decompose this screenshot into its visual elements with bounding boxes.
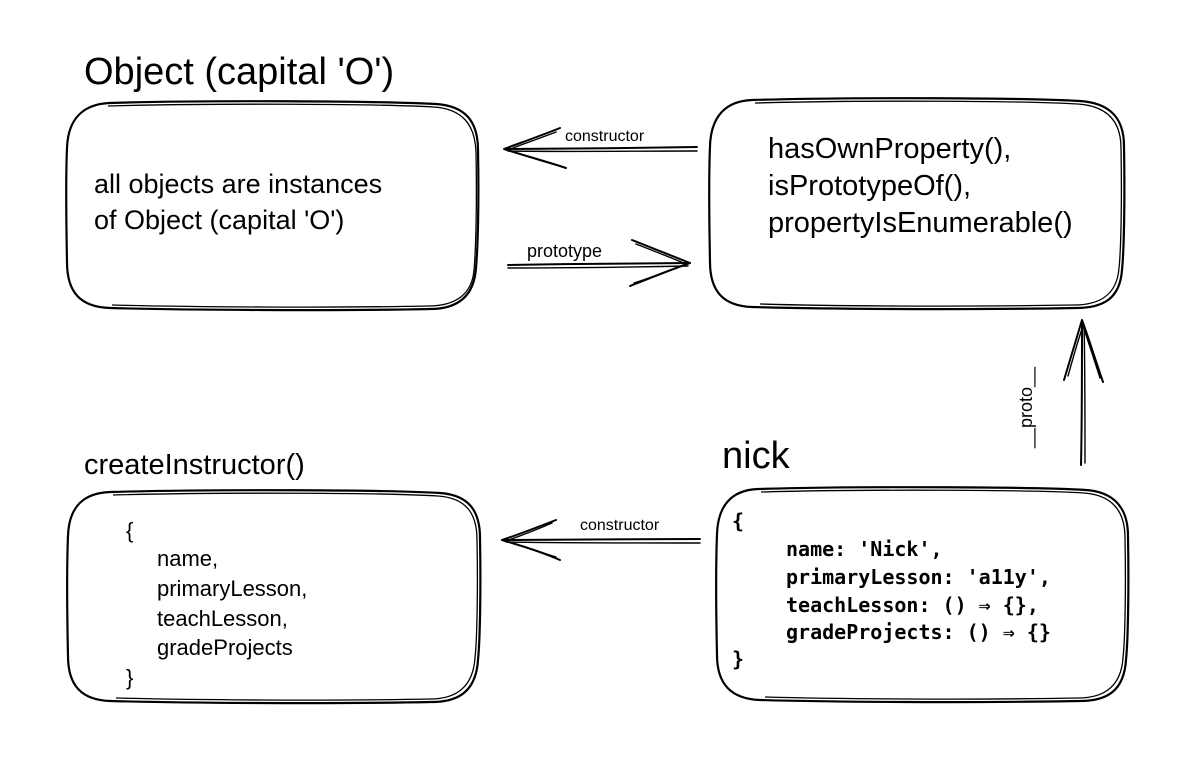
edge-constructor-top-label: constructor <box>565 128 645 145</box>
edge-prototype: prototype <box>507 239 691 287</box>
create-instructor-node: createInstructor() { name, primaryLesson… <box>66 449 482 705</box>
create-instructor-close-brace: } <box>126 665 133 690</box>
prototype-methods-node: hasOwnProperty(), isPrototypeOf(), prope… <box>708 97 1126 311</box>
create-instructor-box <box>66 489 482 705</box>
object-box <box>65 100 480 312</box>
create-instructor-open-brace: { <box>126 518 133 543</box>
object-title: Object (capital 'O') <box>84 51 394 93</box>
nick-title: nick <box>722 435 791 477</box>
nick-box <box>715 486 1130 704</box>
nick-prop-name: name: 'Nick', <box>786 537 943 561</box>
nick-close-brace: } <box>732 647 744 671</box>
edge-constructor-bottom: constructor <box>501 517 701 561</box>
nick-prop-primary-lesson: primaryLesson: 'a11y', <box>786 565 1051 589</box>
arrow-constructor-top <box>505 146 698 150</box>
object-body-line-1: all objects are instances <box>94 169 382 199</box>
edge-constructor-bottom-label: constructor <box>580 517 660 534</box>
arrow-proto <box>1080 321 1083 466</box>
nick-prop-teach-lesson: teachLesson: () ⇒ {}, <box>786 593 1039 617</box>
object-body-line-2: of Object (capital 'O') <box>94 205 344 235</box>
edge-proto-label: __proto__ <box>1016 366 1037 449</box>
method-is-prototype-of: isPrototypeOf(), <box>768 170 971 202</box>
nick-prop-grade-projects: gradeProjects: () ⇒ {} <box>786 620 1051 644</box>
object-node: Object (capital 'O') all objects are ins… <box>65 51 480 312</box>
method-property-is-enumerable: propertyIsEnumerable() <box>768 207 1073 239</box>
edge-proto: __proto__ <box>1016 319 1104 466</box>
method-has-own-property: hasOwnProperty(), <box>768 133 1011 165</box>
nick-node: nick { name: 'Nick', primaryLesson: 'a11… <box>715 435 1130 704</box>
edge-constructor-top: constructor <box>503 127 698 169</box>
arrow-prototype <box>507 262 691 266</box>
create-instructor-prop-grade-projects: gradeProjects <box>157 635 293 660</box>
nick-open-brace: { <box>732 509 744 533</box>
edge-prototype-label: prototype <box>527 241 602 261</box>
create-instructor-prop-name: name, <box>157 546 218 571</box>
create-instructor-prop-primary-lesson: primaryLesson, <box>157 576 307 601</box>
arrow-constructor-bottom <box>503 538 701 541</box>
create-instructor-title: createInstructor() <box>84 449 305 481</box>
prototype-methods-box <box>708 97 1126 311</box>
create-instructor-prop-teach-lesson: teachLesson, <box>157 606 288 631</box>
